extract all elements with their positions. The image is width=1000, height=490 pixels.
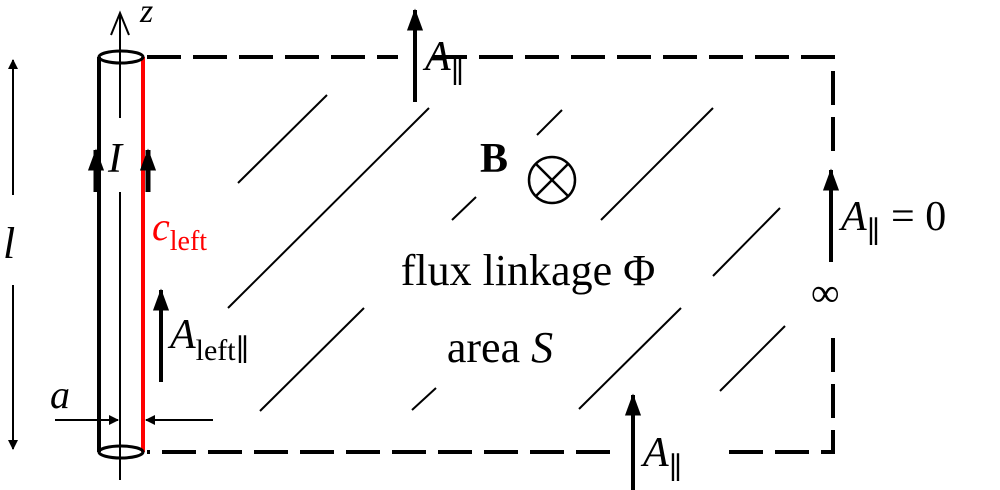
into-page-cross-circle-icon bbox=[527, 155, 577, 205]
area-hatching bbox=[227, 94, 786, 412]
wire-cylinder bbox=[97, 49, 145, 460]
infinity-label: ∞ bbox=[811, 270, 840, 315]
radius-label: a bbox=[50, 372, 70, 417]
a-left-label: Aleft∥ bbox=[167, 312, 250, 367]
flux-linkage-text: flux linkage Φ bbox=[401, 246, 656, 295]
a-right-label: A∥ = 0 bbox=[838, 194, 946, 249]
a-bottom-label: A∥ bbox=[640, 430, 683, 485]
z-label: z bbox=[139, 0, 153, 30]
current-arrows: I bbox=[87, 136, 157, 192]
a-top-label: A∥ bbox=[422, 34, 465, 89]
field-label: B bbox=[480, 136, 508, 182]
contour-label: cleft bbox=[152, 204, 207, 257]
length-label: l bbox=[3, 219, 15, 268]
length-dimension: l bbox=[3, 59, 18, 450]
z-axis: z bbox=[110, 0, 153, 480]
radius-dimension: a bbox=[50, 372, 213, 425]
area-text: area S bbox=[447, 323, 553, 372]
current-label: I bbox=[107, 136, 124, 182]
integration-loop bbox=[147, 55, 835, 454]
